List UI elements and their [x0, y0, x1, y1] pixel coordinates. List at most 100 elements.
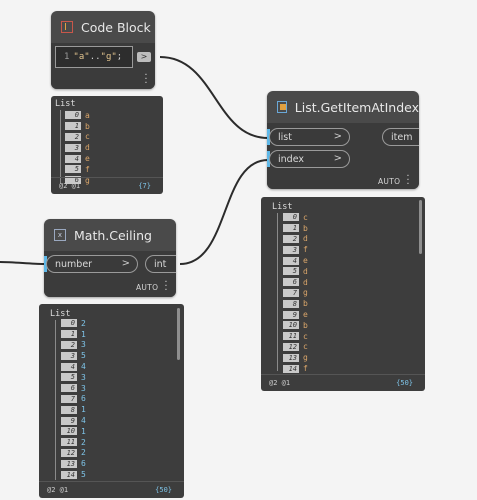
code-block-icon: [61, 21, 73, 33]
item-index: 10: [283, 321, 299, 330]
item-index: 6: [65, 176, 81, 185]
item-value: g: [303, 353, 308, 363]
item-value: g: [303, 288, 308, 298]
input-port-index[interactable]: index >: [269, 150, 350, 168]
wire-input-to-number: [0, 261, 45, 265]
item-value: d: [85, 143, 90, 153]
item-value: 5: [81, 470, 86, 480]
math-ceiling-node[interactable]: x Math.Ceiling number > int AUTO ···: [44, 219, 176, 297]
item-index: 1: [283, 224, 299, 233]
item-index: 13: [61, 459, 77, 468]
list-count: {50}: [155, 486, 172, 494]
code-block-title: Code Block: [81, 19, 151, 35]
list-get-item-at-index-node[interactable]: List.GetItemAtIndex list > index > item …: [267, 91, 419, 190]
item-value: 1: [81, 426, 86, 436]
get-item-title: List.GetItemAtIndex: [294, 99, 419, 115]
item-value: 2: [81, 448, 86, 458]
output-port-item[interactable]: item: [382, 128, 419, 146]
input-port-number[interactable]: number >: [46, 255, 138, 273]
ceiling-title: Math.Ceiling: [74, 227, 152, 243]
code-block-output-port[interactable]: >: [137, 52, 151, 62]
item-value: 2: [81, 437, 86, 447]
item-index: 12: [283, 342, 299, 351]
item-index: 4: [61, 362, 77, 371]
lacing-auto[interactable]: AUTO: [378, 177, 401, 186]
item-index: 7: [283, 288, 299, 297]
ceiling-header[interactable]: x Math.Ceiling: [44, 219, 176, 251]
list-item: 14 5: [61, 469, 86, 480]
scrollbar[interactable]: [177, 308, 180, 360]
item-index: 4: [65, 154, 81, 163]
item-index: 12: [61, 448, 77, 457]
item-index: 11: [283, 332, 299, 341]
item-value: 2: [81, 318, 86, 328]
item-index: 3: [61, 351, 77, 360]
item-value: 3: [81, 372, 86, 382]
math-function-icon: x: [54, 229, 66, 241]
item-index: 0: [283, 213, 299, 222]
list-levels: @2 @1: [59, 182, 81, 190]
item-value: e: [303, 256, 308, 266]
item-value: e: [303, 310, 308, 320]
item-index: 11: [61, 438, 77, 447]
code-block-node[interactable]: Code Block 1 "a" .. "g" ; > ···: [51, 11, 155, 89]
more-vertical-icon[interactable]: ···: [164, 277, 168, 296]
scrollbar[interactable]: [419, 200, 422, 254]
output-port-int[interactable]: int: [145, 255, 176, 273]
item-value: 3: [81, 340, 86, 350]
item-value: f: [303, 364, 308, 374]
item-index: 2: [61, 340, 77, 349]
item-index: 9: [61, 416, 77, 425]
list-item: 13 g: [283, 352, 308, 363]
more-vertical-icon[interactable]: ···: [406, 171, 410, 190]
item-index: 5: [283, 267, 299, 276]
item-value: b: [303, 320, 308, 330]
get-item-header[interactable]: List.GetItemAtIndex: [267, 91, 419, 123]
item-value: 4: [81, 362, 86, 372]
lacing-auto[interactable]: AUTO: [136, 283, 159, 292]
input-port-list[interactable]: list >: [269, 128, 350, 146]
item-index: 9: [283, 310, 299, 319]
item-index: 5: [61, 373, 77, 382]
item-index: 2: [283, 234, 299, 243]
item-value: f: [303, 245, 308, 255]
item-index: 6: [283, 278, 299, 287]
item-value: c: [303, 212, 308, 222]
list-item: 10 1: [61, 426, 86, 437]
item-index: 1: [61, 330, 77, 339]
item-index: 1: [65, 122, 81, 131]
item-index: 0: [61, 319, 77, 328]
item-value: b: [85, 121, 90, 131]
code-editor[interactable]: 1 "a" .. "g" ;: [55, 46, 133, 68]
more-vertical-icon[interactable]: ···: [144, 70, 148, 89]
item-value: 4: [81, 416, 86, 426]
list-get-item-icon: [277, 101, 287, 113]
watch-list-title: List: [55, 99, 76, 109]
item-index: 13: [283, 353, 299, 362]
item-index: 14: [61, 470, 77, 479]
item-index: 10: [61, 427, 77, 436]
code-block-header[interactable]: Code Block: [51, 11, 155, 43]
